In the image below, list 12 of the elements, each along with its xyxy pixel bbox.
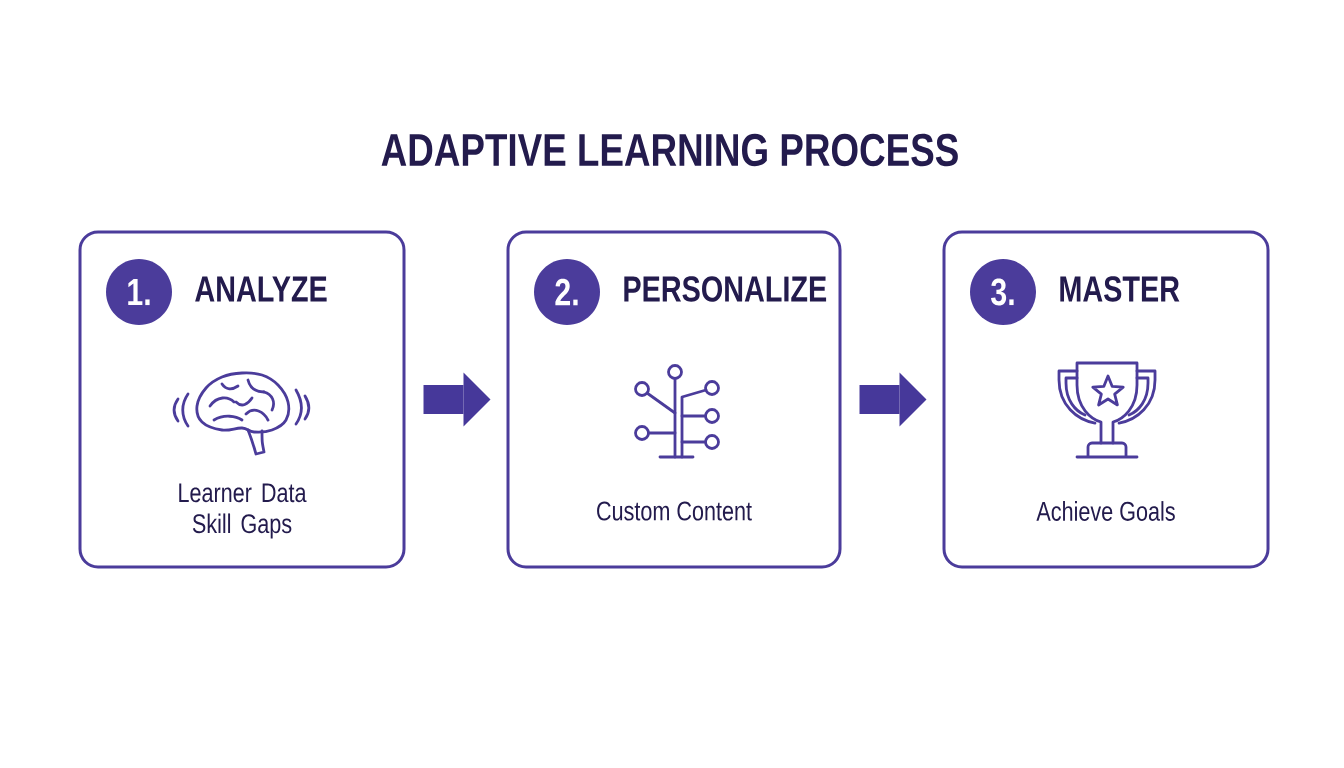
number-badge: 3. <box>970 259 1036 325</box>
step-description: Achieve Goals <box>1036 501 1175 521</box>
block-arrow <box>859 372 927 427</box>
step-description: Custom Content <box>597 501 752 521</box>
block-arrow <box>423 372 491 427</box>
step-heading: PERSONALIZE <box>624 276 827 302</box>
number-badge: 2. <box>534 259 600 325</box>
step-heading: ANALYZE <box>195 276 327 302</box>
step-description: Learner Data Skill Gaps <box>179 483 307 539</box>
step-heading: MASTER <box>1060 276 1180 302</box>
title: ADAPTIVE LEARNING PROCESS <box>381 133 958 167</box>
number-badge: 1. <box>106 259 172 325</box>
